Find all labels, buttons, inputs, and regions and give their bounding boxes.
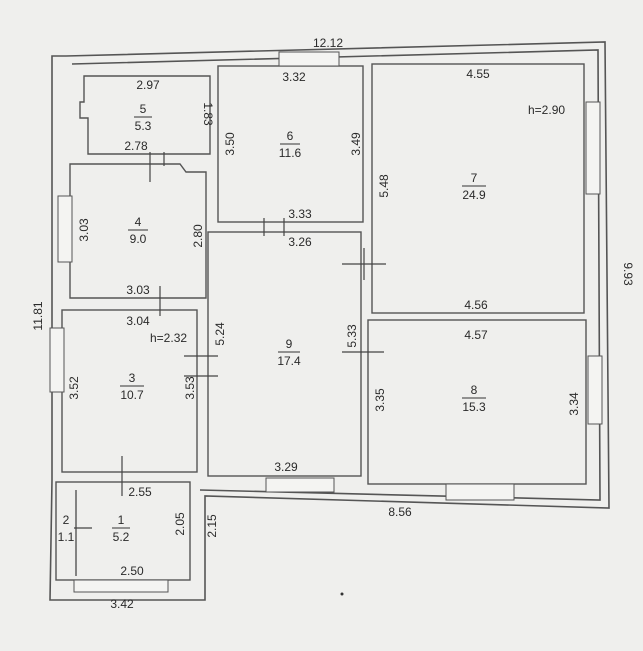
dim-bottom-left: 3.42 [110,597,134,611]
dim-r1-bottom: 2.50 [120,564,144,578]
dim-r6-right: 3.49 [349,132,363,156]
dim-r6-left: 3.50 [223,132,237,156]
dim-r1-right-inner: 2.05 [173,512,187,536]
dim-r5-right: 1.83 [201,102,215,126]
dim-r1-right-outer: 2.15 [205,514,219,538]
dim-r9-right: 5.33 [345,324,359,348]
dim-r6-top: 3.32 [282,70,306,84]
dim-left-overall: 11.81 [31,301,45,330]
dim-r6-bottom: 3.33 [288,207,312,221]
room-2-number: 2 [63,513,70,527]
windows [49,51,603,593]
room-8-number: 8 [471,383,478,397]
dim-bottom-right: 8.56 [388,505,412,519]
room-9-area: 17.4 [277,354,301,368]
window-right-upper [585,101,601,195]
dim-r1-top: 2.55 [128,485,152,499]
room-7-outline [371,63,585,314]
door-marks [74,152,386,529]
room-5-outline [79,75,211,155]
room-3-area: 10.7 [120,388,144,402]
dim-r7-left: 5.48 [377,174,391,198]
room-1-area: 5.2 [113,530,130,544]
room-9-number: 9 [286,337,293,351]
height-label-hall: h=2.32 [150,331,187,345]
room-8-area: 15.3 [462,400,486,414]
window-top [278,51,340,67]
window-bottom-center [265,477,335,493]
dim-r9-left: 5.24 [213,322,227,346]
room-3-number: 3 [129,371,136,385]
dim-r5-top: 2.97 [136,78,160,92]
dim-r8-left: 3.35 [373,388,387,412]
dim-r8-right: 3.34 [567,392,581,416]
room-4-area: 9.0 [130,232,147,246]
dim-r4-right: 2.80 [191,224,205,248]
dim-r7-bottom: 4.56 [464,298,488,312]
room-5-area: 5.3 [135,119,152,133]
room-6-area: 11.6 [279,146,302,160]
room-5-number: 5 [140,102,147,116]
window-left-lower [49,327,65,393]
dimension-labels-vertical: 1.83 3.50 3.49 5.48 9.93 3.03 2.80 11.81… [31,102,635,537]
dim-r7-top: 4.55 [466,67,490,81]
room-4-outline [69,163,207,299]
dim-r3-right: 3.53 [183,376,197,400]
window-left-upper [57,195,73,263]
room-labels: 5 5.3 6 11.6 7 24.9 4 9.0 9 17.4 8 15.3 … [58,102,486,544]
dimension-labels-horizontal: 12.12 2.97 2.78 3.32 4.55 3.33 3.26 3.03… [110,36,490,611]
room-outlines [55,63,587,581]
room-6-number: 6 [287,129,294,143]
room-4-number: 4 [135,215,142,229]
dim-top-overall: 12.12 [313,36,343,50]
dim-right-overall: 9.93 [621,262,635,286]
dim-r9-top: 3.26 [288,235,312,249]
room-2-area: 1.1 [58,530,75,544]
dim-r4-bottom: 3.03 [126,283,150,297]
room-7-area: 24.9 [462,188,486,202]
dim-r3-left: 3.52 [67,376,81,400]
stray-dot [340,592,344,596]
window-bottom-left [73,579,169,593]
dim-r4-left: 3.03 [77,218,91,242]
height-label-main: h=2.90 [528,103,565,117]
dim-r8-top: 4.57 [464,328,488,342]
window-bottom-right [445,483,515,501]
window-right-lower [587,355,603,425]
dim-r3-top: 3.04 [126,314,150,328]
room-1-number: 1 [118,513,125,527]
room-7-number: 7 [471,171,478,185]
dim-r9-bottom: 3.29 [274,460,298,474]
dim-r5-bottom: 2.78 [124,139,148,153]
